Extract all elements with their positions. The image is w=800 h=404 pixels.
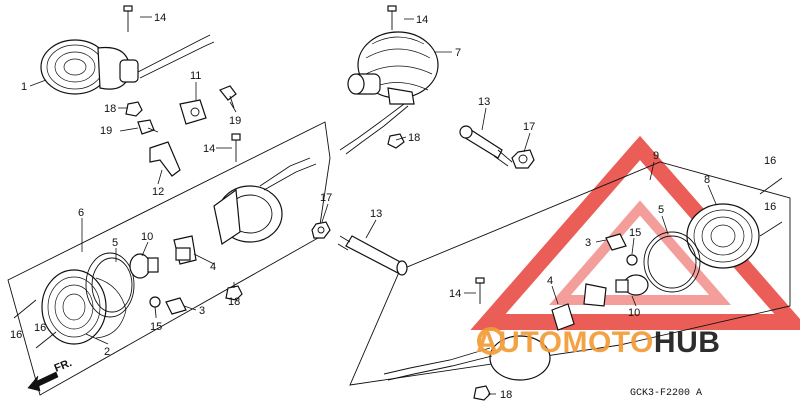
label-part-13: 13: [370, 208, 382, 220]
label-part-1: 1: [21, 81, 27, 93]
watermark-brand: AUTOMOTOHUB: [476, 326, 720, 359]
direction-label: FR.: [53, 357, 74, 375]
screw-16-left-a: [13, 299, 37, 319]
label-part-14: 14: [154, 12, 166, 24]
part-labels: 1 14 14 7 11 18 19 19 14 12 13 17 18 17 …: [10, 12, 776, 401]
bolt-19-left: [137, 119, 159, 135]
turn-signal-housing-1: [40, 34, 215, 95]
nut-18-left: [225, 285, 243, 301]
stay-13-lower: [337, 235, 408, 276]
case-base-right: [383, 335, 551, 381]
turn-signal-housing-7: [339, 31, 439, 155]
label-part-4: 4: [210, 261, 216, 273]
gasket-5-right: [643, 231, 701, 293]
label-part-18: 18: [228, 296, 240, 308]
label-part-2: 2: [104, 346, 110, 358]
bulb-10-left: [129, 253, 159, 279]
socket-3-left: [165, 297, 187, 315]
nut-18-top: [125, 101, 143, 117]
nut-18-bottom: [473, 385, 491, 401]
label-part-7: 7: [455, 47, 461, 59]
screw-15-right: [626, 254, 638, 266]
label-part-17: 17: [320, 192, 332, 204]
label-part-17: 17: [523, 121, 535, 133]
label-part-19: 19: [100, 125, 112, 137]
clamp-11: [179, 99, 207, 125]
label-part-16: 16: [34, 322, 46, 334]
label-part-11: 11: [190, 70, 201, 82]
turn-signal-lens-2: [41, 269, 127, 345]
turn-signal-lens-8: [686, 203, 760, 269]
label-part-15: 15: [629, 227, 641, 239]
gasket-5-left: [85, 252, 135, 318]
screw-16-right-b: [759, 221, 783, 237]
label-part-14: 14: [416, 14, 428, 26]
label-part-6: 6: [78, 207, 84, 219]
bulb-10-right: [615, 274, 649, 296]
label-part-18: 18: [104, 103, 116, 115]
screw-16-right-a: [759, 177, 783, 195]
wheel-icon: [477, 327, 505, 355]
socket-3-right: [605, 233, 627, 251]
bracket-12: [149, 141, 181, 177]
label-part-18: 18: [500, 389, 512, 401]
screw-16-left-b: [35, 331, 57, 349]
socket-4-left: [173, 235, 197, 265]
socket-4-right: [551, 283, 607, 331]
label-part-8: 8: [704, 174, 710, 186]
label-part-16: 16: [764, 201, 776, 213]
label-part-16: 16: [10, 329, 22, 341]
leader-lines: [29, 16, 717, 395]
label-part-4: 4: [547, 275, 553, 287]
diagram-code: GCK3-F2200 A: [630, 388, 702, 399]
label-part-14: 14: [449, 288, 461, 300]
left-assembly-box: [7, 121, 331, 396]
screw-14-top-left: [123, 5, 133, 32]
watermark-text: AUTOMOTOHUB: [476, 326, 720, 359]
nut-17-upper: [511, 149, 535, 169]
label-part-3: 3: [199, 305, 205, 317]
bolt-19-top: [219, 85, 237, 109]
front-direction-arrow: FR.: [27, 357, 74, 392]
label-part-10: 10: [628, 307, 640, 319]
label-part-15: 15: [150, 321, 162, 333]
label-part-12: 12: [152, 186, 164, 198]
label-part-10: 10: [141, 231, 153, 243]
case-base-left: [213, 157, 317, 245]
nut-17-lower: [311, 221, 331, 239]
label-part-9: 9: [653, 150, 659, 162]
label-part-5: 5: [112, 237, 118, 249]
label-part-5: 5: [658, 204, 664, 216]
label-part-3: 3: [585, 237, 591, 249]
nut-18-center: [387, 133, 405, 149]
label-part-18: 18: [408, 132, 420, 144]
screw-14-mid: [231, 133, 241, 162]
label-part-13: 13: [478, 96, 490, 108]
stay-13-upper: [459, 125, 513, 167]
screw-14-top-center: [387, 5, 397, 30]
label-part-14: 14: [203, 143, 215, 155]
screw-15-left: [149, 296, 161, 317]
screw-14-right: [475, 277, 485, 304]
label-part-19: 19: [229, 115, 241, 127]
label-part-16: 16: [764, 155, 776, 167]
